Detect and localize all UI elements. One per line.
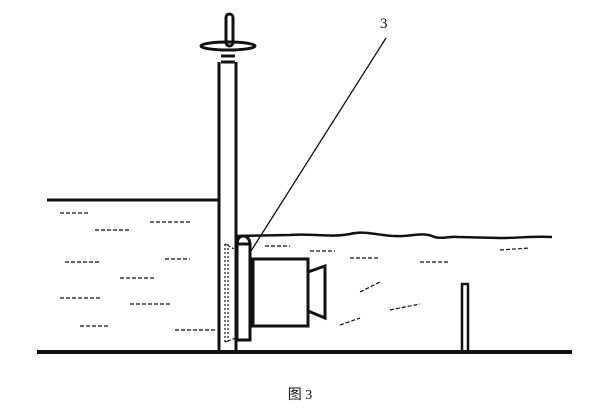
gate-plate bbox=[235, 234, 252, 342]
water-dashes bbox=[60, 212, 531, 331]
water-surface-right bbox=[235, 231, 553, 240]
pump-box bbox=[251, 257, 310, 328]
hatched-strip bbox=[224, 243, 237, 343]
leader-line bbox=[250, 37, 387, 252]
part-label-3: 3 bbox=[380, 16, 388, 32]
figure-caption: 图 3 bbox=[287, 388, 313, 403]
post bbox=[460, 282, 470, 354]
handwheel-icon bbox=[199, 12, 257, 64]
pump-nozzle bbox=[307, 263, 327, 321]
